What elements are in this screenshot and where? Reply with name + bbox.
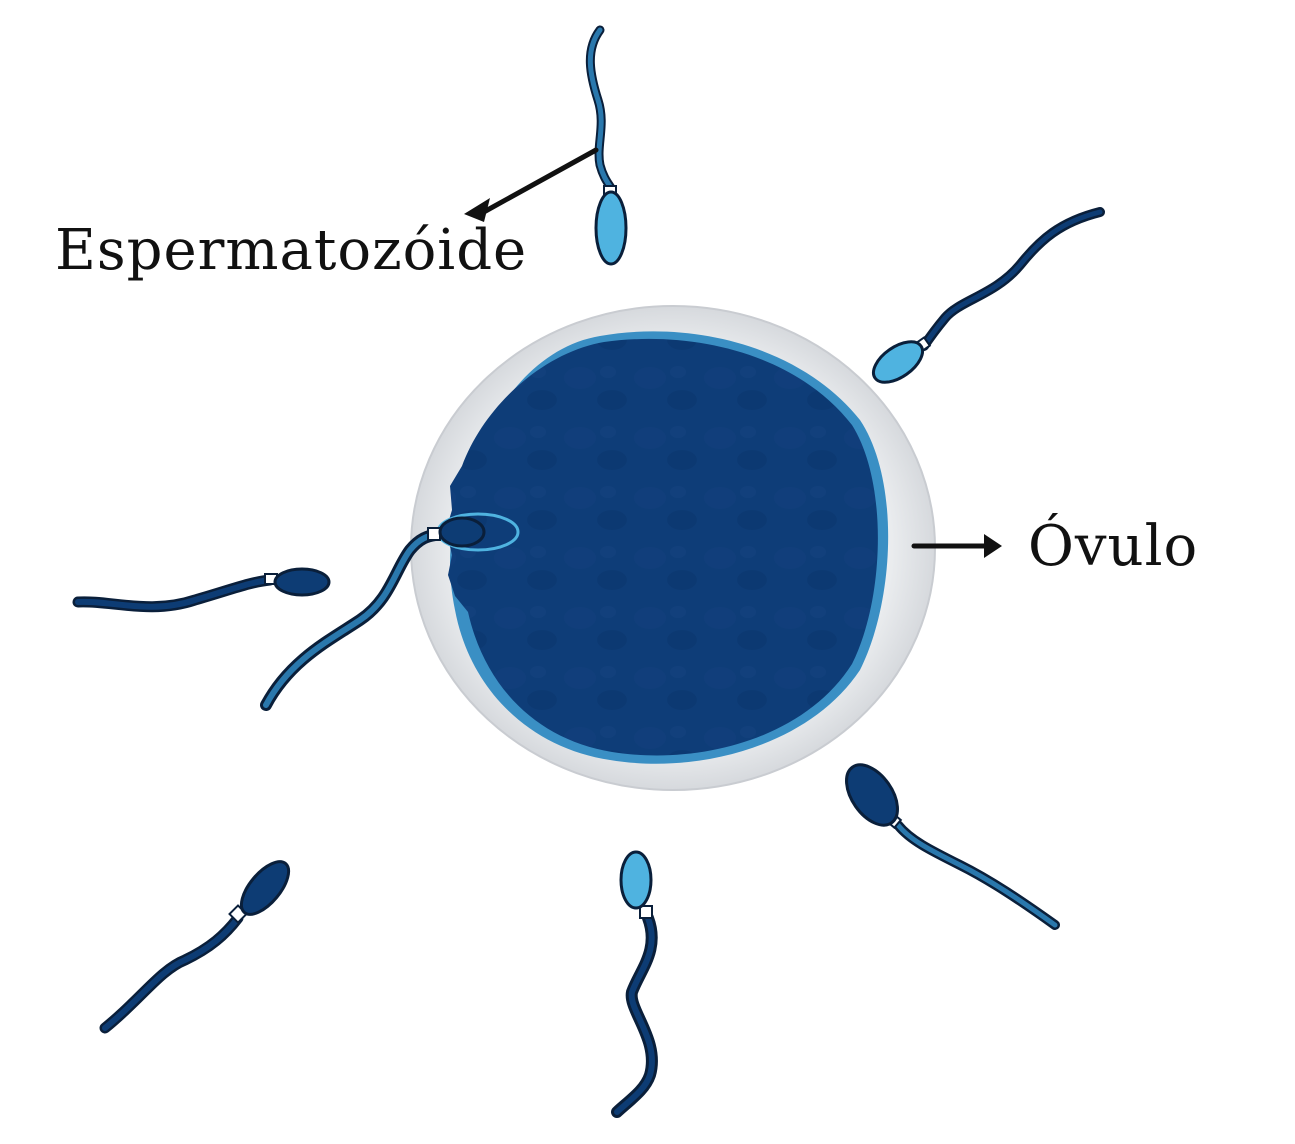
- ovum-label: Óvulo: [1028, 514, 1199, 579]
- sperm-top: [585, 25, 628, 266]
- arrow-ovum: [911, 534, 1002, 558]
- sperm-bottom: [611, 850, 658, 1118]
- sperm-left: [72, 567, 331, 613]
- sperm-lower-right: [845, 763, 1060, 930]
- sperm-penetrating: [260, 516, 486, 711]
- ovum-cytoplasm: [446, 338, 878, 756]
- sperm-bottom-left: [99, 860, 291, 1034]
- sperm-head: [594, 190, 628, 266]
- sperm-upper-right: [872, 207, 1105, 384]
- arrow-sperm: [464, 147, 599, 222]
- sperm-label: Espermatozóide: [55, 218, 528, 283]
- ovum: [436, 331, 889, 764]
